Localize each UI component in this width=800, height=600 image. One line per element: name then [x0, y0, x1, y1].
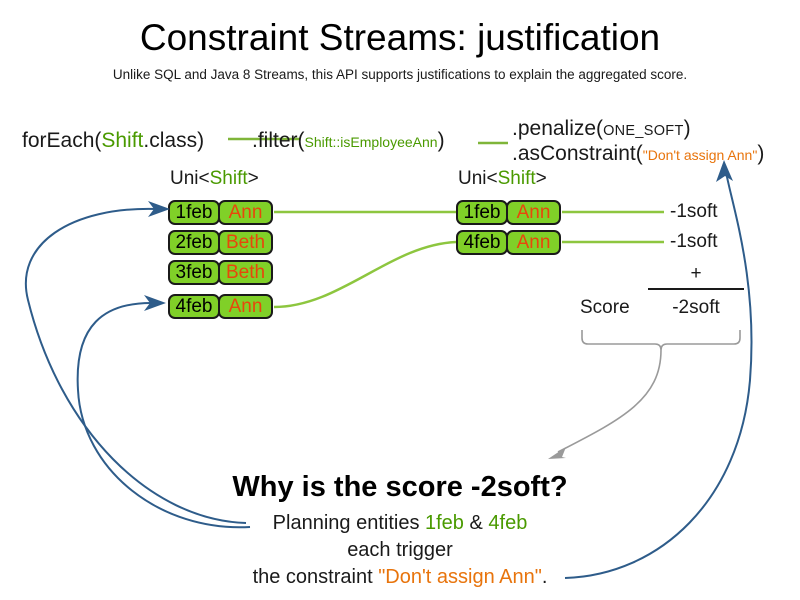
left-shift-row-4[interactable]: 4feb Ann: [168, 294, 273, 319]
page-title: Constraint Streams: justification: [139, 17, 661, 58]
shift-employee: Ann: [218, 200, 273, 225]
shift-date: 1feb: [456, 200, 508, 225]
explanation-constraint-name: "Don't assign Ann": [378, 566, 542, 588]
shift-date: 4feb: [456, 230, 508, 255]
score-operator: +: [690, 263, 702, 284]
shift-date: 4feb: [168, 294, 220, 319]
shift-employee: Ann: [218, 294, 273, 319]
shift-employee: Ann: [506, 230, 561, 255]
code-foreach: forEach(Shift.class): [22, 128, 204, 154]
justification-arrow-1feb-head: [148, 201, 170, 217]
explanation-line3-prefix: the constraint: [252, 566, 379, 588]
code-filter: .filter(Shift::isEmployeeAnn): [252, 128, 445, 155]
code-asconstraint-quote-open: ": [642, 147, 648, 163]
brace-to-heading-arrowhead: [548, 447, 566, 459]
explanation-entity-a: 1feb: [425, 512, 464, 534]
explanation-line-2: each trigger: [347, 539, 453, 561]
explanation-line1-prefix: Planning entities: [272, 512, 425, 534]
right-caption-prefix: Uni<: [458, 168, 498, 189]
shift-employee: Ann: [506, 200, 561, 225]
explanation-line-1: Planning entities 1feb & 4feb: [0, 511, 800, 535]
shift-date: 1feb: [168, 200, 220, 225]
code-filter-prefix: .filter(: [252, 129, 305, 152]
shift-date: 3feb: [168, 260, 220, 285]
right-shift-row-1[interactable]: 1feb Ann: [456, 200, 561, 225]
brace-to-heading-arrow: [557, 349, 662, 453]
code-foreach-prefix: forEach(: [22, 129, 102, 152]
code-penalize-prefix: .penalize(: [512, 117, 604, 140]
shift-date: 2feb: [168, 230, 220, 255]
score-brace: [581, 330, 741, 351]
code-penalize-arg: ONE_SOFT: [603, 123, 684, 139]
code-asconstraint-prefix: .asConstraint(: [512, 142, 643, 165]
penalty-label-1: -1soft: [670, 201, 718, 222]
page-subtitle: Unlike SQL and Java 8 Streams, this API …: [112, 67, 688, 82]
shift-employee: Beth: [218, 230, 273, 255]
right-caption-type: Shift: [497, 168, 536, 189]
right-shift-row-2[interactable]: 4feb Ann: [456, 230, 561, 255]
explanation-conjunction: &: [463, 512, 489, 534]
score-label: Score: [580, 297, 630, 318]
score-total: -2soft: [672, 297, 720, 318]
flow-line-4feb: [273, 240, 457, 309]
right-stream-caption: Uni<Shift>: [458, 168, 547, 190]
code-filter-methodref: Shift::isEmployeeAnn: [304, 134, 438, 150]
code-filter-suffix: ): [437, 129, 445, 152]
code-asconstraint-suffix: ): [757, 142, 765, 165]
explanation-heading: Why is the score -2soft?: [232, 471, 568, 503]
penalty-label-2: -1soft: [670, 231, 718, 252]
justification-arrow-4feb-head: [144, 295, 166, 311]
code-penalize: .penalize(ONE_SOFT): [512, 116, 691, 144]
explanation-entity-b: 4feb: [488, 512, 528, 534]
left-caption-type: Shift: [209, 168, 248, 189]
code-penalize-suffix: ): [683, 117, 691, 140]
left-shift-row-1[interactable]: 1feb Ann: [168, 200, 273, 225]
code-asconstraint-quote-close: ": [752, 147, 758, 163]
code-asconstraint-name: Don't assign Ann: [647, 147, 753, 163]
code-foreach-suffix: .class): [143, 129, 205, 152]
code-asconstraint: .asConstraint("Don't assign Ann"): [512, 141, 764, 168]
left-shift-row-2[interactable]: 2feb Beth: [168, 230, 273, 255]
right-caption-suffix: >: [535, 168, 547, 189]
explanation-line-3: the constraint "Don't assign Ann".: [0, 565, 800, 589]
left-caption-suffix: >: [247, 168, 259, 189]
score-divider: [648, 288, 744, 290]
left-caption-prefix: Uni<: [170, 168, 210, 189]
left-stream-caption: Uni<Shift>: [170, 168, 259, 190]
left-shift-row-3[interactable]: 3feb Beth: [168, 260, 273, 285]
explanation-line3-suffix: .: [541, 566, 548, 588]
shift-employee: Beth: [218, 260, 273, 285]
code-foreach-type: Shift: [101, 129, 144, 152]
